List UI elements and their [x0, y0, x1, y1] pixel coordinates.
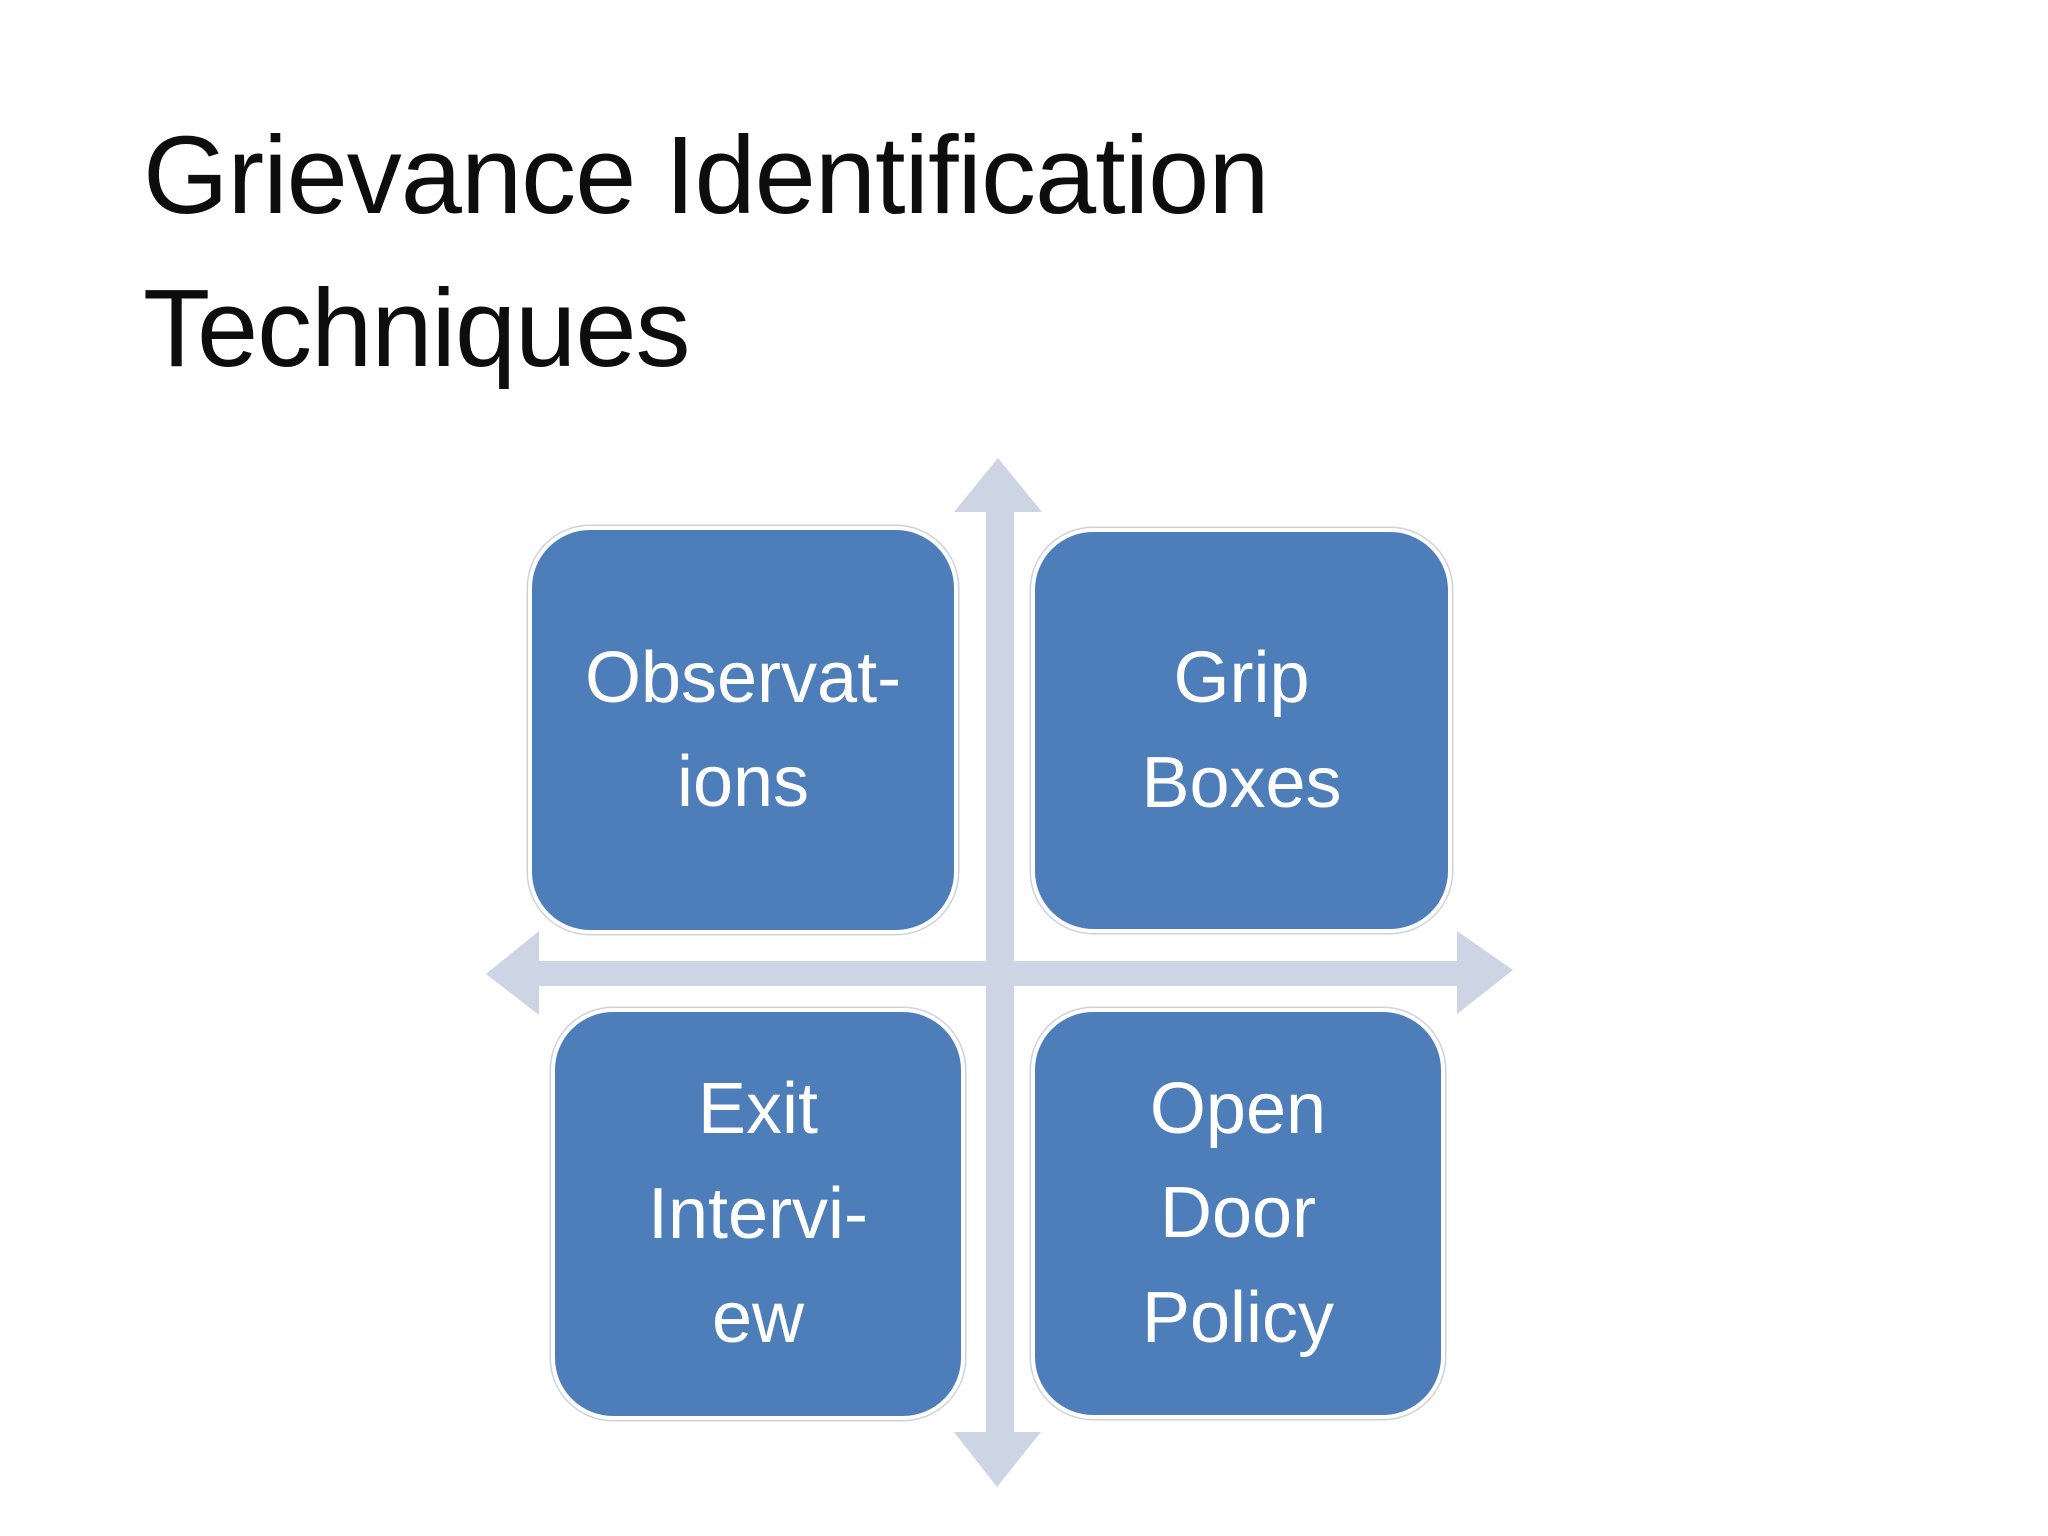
diagram-box-observations: Observat- ions: [528, 526, 958, 934]
diagram-box-exit-interview-label: Exit Intervi- ew: [647, 1069, 869, 1359]
diagram-box-exit-interview: Exit Intervi- ew: [551, 1008, 965, 1420]
diagram-box-open-door-policy: Open Door Policy: [1031, 1008, 1445, 1419]
diagram-box-grip-boxes: Grip Boxes: [1031, 528, 1452, 933]
slide-title: Grievance Identification Techniques: [143, 114, 1270, 390]
horizontal-arrow-shape: [486, 931, 1513, 1015]
diagram-box-grip-boxes-label: Grip Boxes: [1141, 638, 1342, 823]
diagram-box-observations-label: Observat- ions: [584, 637, 902, 822]
diagram-box-open-door-policy-label: Open Door Policy: [1141, 1068, 1335, 1358]
